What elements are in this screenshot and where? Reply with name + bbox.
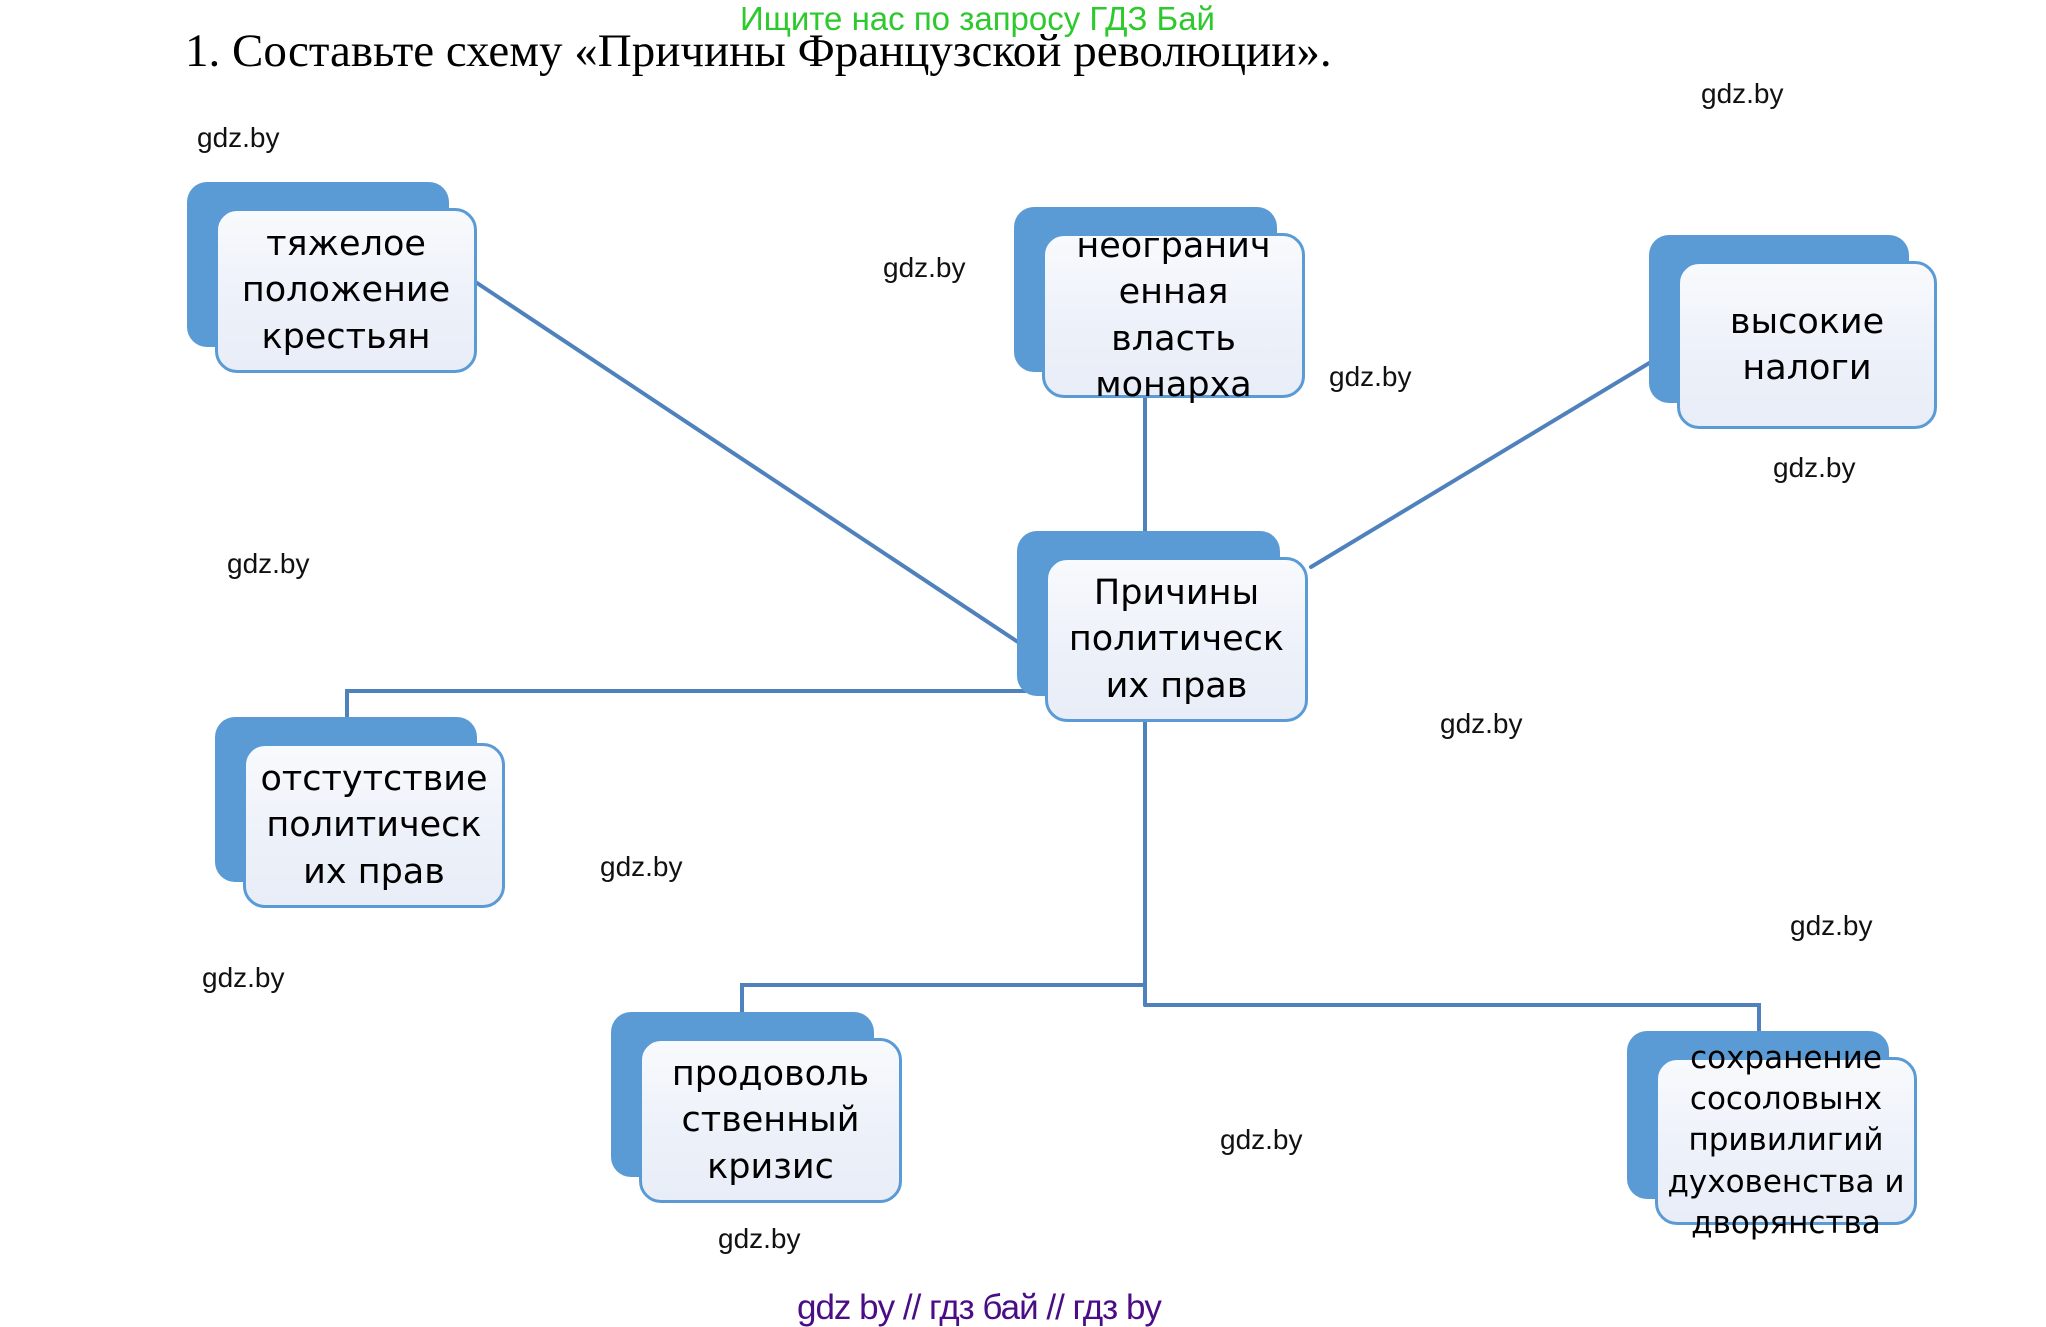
node-monarch: неогранич енная власть монарха — [1014, 207, 1305, 405]
watermark-gdz: gdz.by — [600, 851, 683, 882]
node-label: отстутствие политическ их прав — [260, 759, 488, 892]
node-taxes: высокие налоги — [1649, 235, 1937, 429]
node-label: сохранение сосоловынх привилигий духовен… — [1667, 1039, 1905, 1241]
node-card: продоволь ственный кризис — [639, 1038, 902, 1203]
node-card: сохранение сосоловынх привилигий духовен… — [1655, 1040, 1917, 1241]
node-label: тяжелое положение крестьян — [241, 224, 451, 357]
watermark-gdz: gdz.by — [227, 548, 310, 579]
node-card: тяжелое положение крестьян — [215, 208, 477, 373]
node-card: отстутствие политическ их прав — [243, 743, 505, 908]
node-label: продоволь ственный кризис — [671, 1054, 870, 1187]
promo-banner-text: Ищите нас по запросу ГДЗ Бай — [740, 0, 1215, 37]
watermark-gdz: gdz.by — [1790, 910, 1873, 941]
node-food-crisis: продоволь ственный кризис — [611, 1012, 902, 1203]
watermark-gdz: gdz.by — [718, 1223, 801, 1254]
page-title: 1. Составьте схему «Причины Французской … — [185, 25, 1332, 77]
watermark-gdz: gdz.by — [1701, 78, 1784, 109]
node-peasants: тяжелое положение крестьян — [187, 182, 477, 373]
node-label: неогранич енная власть монарха — [1076, 226, 1271, 405]
node-estate-privileges: сохранение сосоловынх привилигий духовен… — [1627, 1031, 1917, 1241]
watermark-gdz: gdz.by — [1440, 708, 1523, 739]
node-card: высокие налоги — [1677, 261, 1937, 429]
footer-watermark: gdz by // гдз бай // гдз by — [797, 1288, 1162, 1327]
watermark-gdz: gdz.by — [1220, 1124, 1303, 1155]
watermark-gdz: gdz.by — [883, 252, 966, 283]
connector-center-privileges — [1143, 1003, 1761, 1034]
connector-peasants-center — [472, 279, 1044, 660]
connector-center-rights — [345, 689, 1045, 719]
watermark-gdz: gdz.by — [197, 122, 280, 153]
watermark-gdz: gdz.by — [1773, 452, 1856, 483]
watermark-gdz: gdz.by — [202, 962, 285, 993]
node-card: Причины политическ их прав — [1045, 557, 1308, 722]
node-no-political-rights: отстутствие политическ их прав — [215, 717, 505, 908]
node-card: неогранич енная власть монарха — [1042, 226, 1305, 405]
node-center-causes: Причины политическ их прав — [1017, 531, 1308, 722]
watermark-gdz: gdz.by — [1329, 361, 1412, 392]
connector-center-food — [740, 983, 1147, 1014]
node-label: Причины политическ их прав — [1068, 573, 1285, 706]
node-label: высокие налоги — [1729, 301, 1885, 388]
